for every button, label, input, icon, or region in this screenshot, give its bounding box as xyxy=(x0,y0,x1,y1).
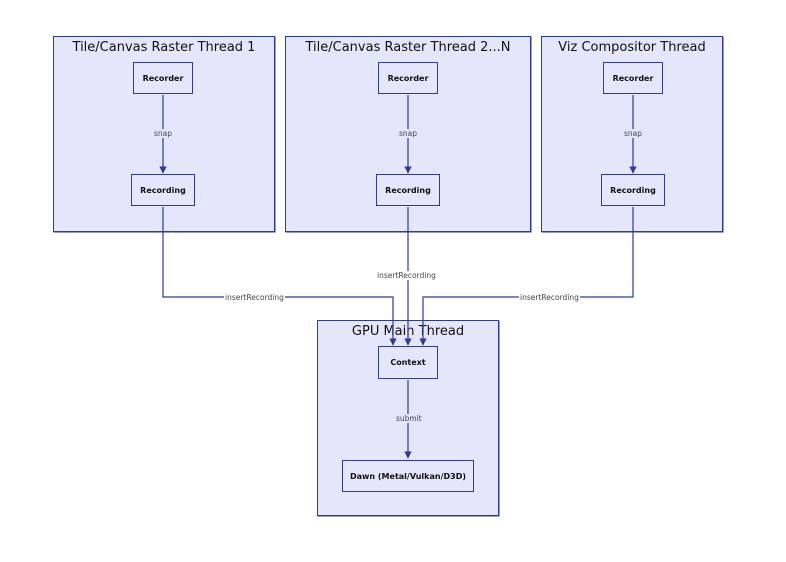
edge-insert-recording-1 xyxy=(162,207,397,346)
edge-label-submit: submit xyxy=(395,414,423,423)
node-context: Context xyxy=(378,346,438,379)
edge-label-insert-recording-3: insertRecording xyxy=(519,293,580,302)
node-recorder-2: Recorder xyxy=(378,62,438,94)
cluster-title-viz-compositor-thread: Viz Compositor Thread xyxy=(558,40,706,55)
node-recording-3: Recording xyxy=(601,174,665,206)
edge-insert-recording-3 xyxy=(419,207,634,346)
edge-label-insert-recording-1: insertRecording xyxy=(224,293,285,302)
edge-label-snap-1: snap xyxy=(153,129,174,138)
node-recorder-1: Recorder xyxy=(133,62,193,94)
node-dawn: Dawn (Metal/Vulkan/D3D) xyxy=(342,460,474,492)
cluster-title-raster-thread-1: Tile/Canvas Raster Thread 1 xyxy=(72,40,256,55)
cluster-title-raster-thread-2: Tile/Canvas Raster Thread 2...N xyxy=(305,40,511,55)
edge-label-snap-2: snap xyxy=(398,129,419,138)
edge-label-snap-3: snap xyxy=(623,129,644,138)
node-recording-1: Recording xyxy=(131,174,195,206)
node-recorder-3: Recorder xyxy=(603,62,663,94)
edge-label-insert-recording-2: insertRecording xyxy=(376,271,437,280)
node-recording-2: Recording xyxy=(376,174,440,206)
